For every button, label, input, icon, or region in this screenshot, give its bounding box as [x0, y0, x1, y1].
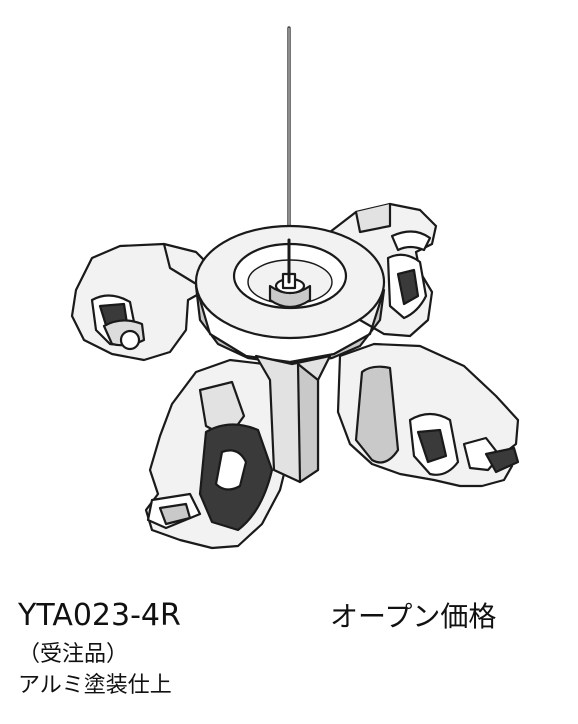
central-hub [194, 284, 386, 484]
product-illustration [70, 26, 520, 550]
right-front-arm [336, 342, 520, 488]
front-left-arm [144, 358, 294, 550]
order-note: （受注品） [18, 642, 129, 667]
top-ring [194, 224, 386, 340]
product-price: オープン価格 [330, 600, 497, 633]
back-left-arm [70, 242, 214, 362]
finish-label: アルミ塗装仕上 [18, 673, 172, 698]
product-code: YTA023-4R [18, 598, 181, 633]
